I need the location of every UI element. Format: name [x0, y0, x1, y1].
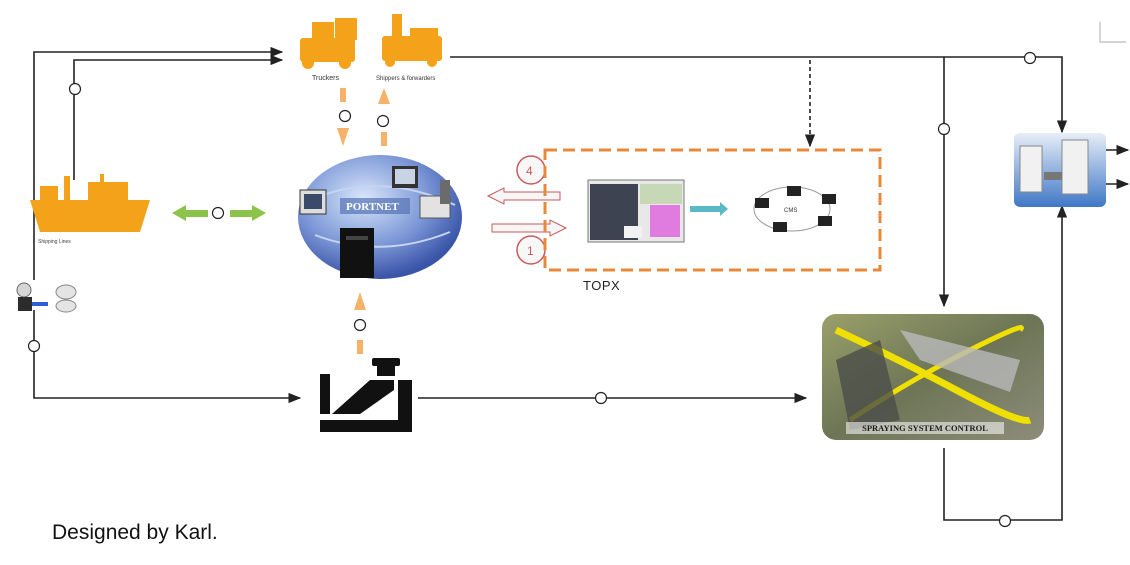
crane-icon	[382, 14, 442, 67]
step-marker	[376, 114, 390, 128]
gate-icon	[1014, 133, 1106, 207]
step-1-label: 1	[527, 244, 534, 258]
step-marker	[353, 318, 367, 332]
spraying-caption: SPRAYING SYSTEM CONTROL	[846, 422, 1004, 434]
designer-credit: Designed by Karl.	[52, 521, 218, 544]
down-arrow-icon	[337, 128, 349, 146]
truckers-label: Truckers	[312, 75, 339, 82]
bidirectional-arrow-icon	[172, 205, 266, 221]
network-icon: CMS	[753, 186, 836, 232]
step-marker	[338, 109, 352, 123]
computer-icon	[299, 166, 451, 278]
arrow-right-icon	[690, 202, 728, 216]
step-marker	[27, 339, 41, 353]
exchange-arrows: 4 1	[486, 155, 568, 265]
customs-officer-icon	[320, 358, 412, 432]
corner-mark	[1099, 22, 1126, 43]
step-marker	[937, 122, 951, 136]
robot-icon	[16, 282, 77, 313]
step-marker	[998, 514, 1012, 528]
spraying-system-image	[822, 314, 1044, 440]
topx-box	[543, 148, 882, 272]
portnet-label: PORTNET	[346, 201, 399, 213]
ship-icon	[30, 174, 150, 232]
step-marker	[68, 82, 82, 96]
shipping-lines-label: Shipping Lines	[38, 239, 71, 245]
step-marker	[594, 391, 608, 405]
step-markers	[27, 51, 1037, 528]
cms-label: CMS	[784, 208, 797, 214]
step-4-label: 4	[526, 164, 533, 178]
screen-icon	[587, 179, 685, 243]
shippers-label: Shippers & forwarders	[376, 76, 435, 82]
orange-arrows	[337, 88, 390, 354]
flow-lines	[33, 46, 1130, 521]
topx-label: TOPX	[583, 278, 621, 293]
truck-icon	[300, 18, 357, 69]
step-marker	[1023, 51, 1037, 65]
up-arrow-icon	[378, 88, 390, 104]
step-marker	[211, 206, 225, 220]
up-arrow-icon	[354, 292, 366, 310]
